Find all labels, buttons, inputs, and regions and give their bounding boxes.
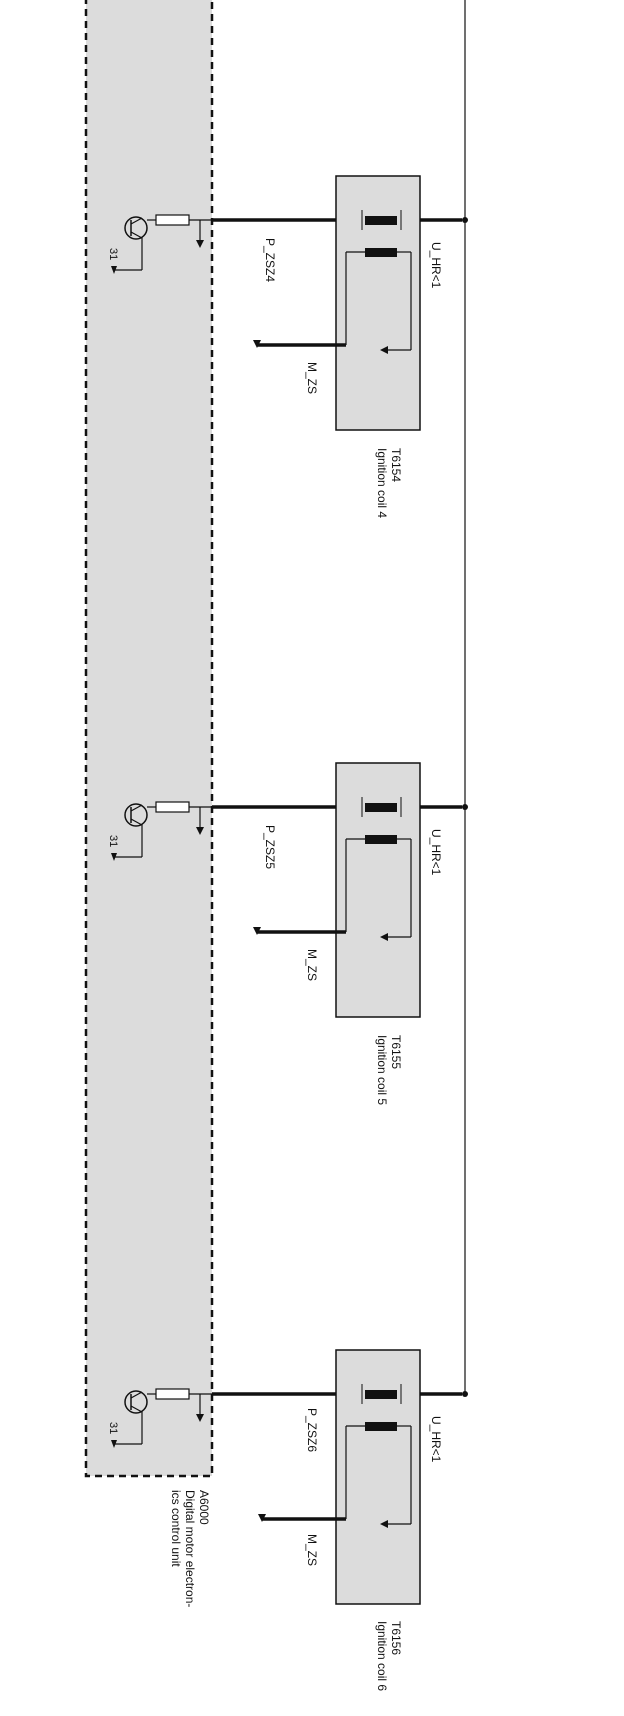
ground-ref-label: 31 — [107, 1422, 119, 1434]
signal-label: P_ZSZ5 — [263, 825, 277, 869]
arrow-down-icon — [196, 1414, 204, 1422]
supply-label: U_HR<1 — [429, 829, 443, 876]
ground-terminal-icon — [258, 1514, 266, 1522]
primary-winding-icon — [365, 216, 397, 225]
transistor-icon — [124, 803, 148, 827]
ground-label: M_ZS — [305, 362, 319, 394]
component-name-label: Ignition coil 5 — [375, 1035, 389, 1105]
secondary-winding-icon — [365, 835, 397, 844]
ground-terminal-icon — [253, 927, 261, 935]
secondary-winding-icon — [365, 248, 397, 257]
supply-label: U_HR<1 — [429, 1416, 443, 1463]
component-name-label: Ignition coil 6 — [375, 1621, 389, 1691]
component-id-label: T6156 — [389, 1621, 403, 1655]
spark-arrow-icon — [380, 346, 388, 354]
ignition-coil-group-4: 31 P_ZSZ4 M_ZS U_HR<1 T6154 Ignition coi… — [107, 175, 468, 518]
resistor-icon — [155, 214, 190, 226]
transistor-icon — [124, 216, 148, 240]
ignition-coil-group-5: 31 P_ZSZ5 M_ZS U_HR<1 T6155 Ignition coi… — [107, 762, 468, 1105]
ground-label: M_ZS — [305, 1534, 319, 1566]
transistor-icon — [124, 1390, 148, 1414]
control-unit-desc-line2: ics control unit — [169, 1490, 183, 1567]
control-unit-desc-line1: Digital motor electron- — [183, 1490, 197, 1607]
component-id-label: T6155 — [389, 1035, 403, 1069]
spark-arrow-icon — [380, 1520, 388, 1528]
spark-arrow-icon — [380, 933, 388, 941]
control-unit-id: A6000 — [197, 1490, 211, 1525]
ground-arrow-icon — [111, 266, 117, 274]
component-name-label: Ignition coil 4 — [375, 448, 389, 518]
ground-terminal-icon — [253, 340, 261, 348]
coil-box — [335, 1349, 421, 1605]
coil-box — [335, 762, 421, 1018]
ground-arrow-icon — [111, 1440, 117, 1448]
ignition-coil-group-6: 31 P_ZSZ6 M_ZS U_HR<1 T6156 Ignition coi… — [107, 1349, 468, 1691]
coil-box — [335, 175, 421, 431]
signal-label: P_ZSZ4 — [263, 238, 277, 282]
arrow-down-icon — [196, 240, 204, 248]
secondary-winding-icon — [365, 1422, 397, 1431]
resistor-icon — [155, 1388, 190, 1400]
supply-label: U_HR<1 — [429, 242, 443, 289]
arrow-down-icon — [196, 827, 204, 835]
control-unit-box — [84, 0, 214, 1478]
component-id-label: T6154 — [389, 448, 403, 482]
ground-ref-label: 31 — [107, 248, 119, 260]
ground-ref-label: 31 — [107, 835, 119, 847]
primary-winding-icon — [365, 1390, 397, 1399]
resistor-icon — [155, 801, 190, 813]
primary-winding-icon — [365, 803, 397, 812]
ground-arrow-icon — [111, 853, 117, 861]
signal-label: P_ZSZ6 — [305, 1408, 319, 1452]
ground-label: M_ZS — [305, 949, 319, 981]
